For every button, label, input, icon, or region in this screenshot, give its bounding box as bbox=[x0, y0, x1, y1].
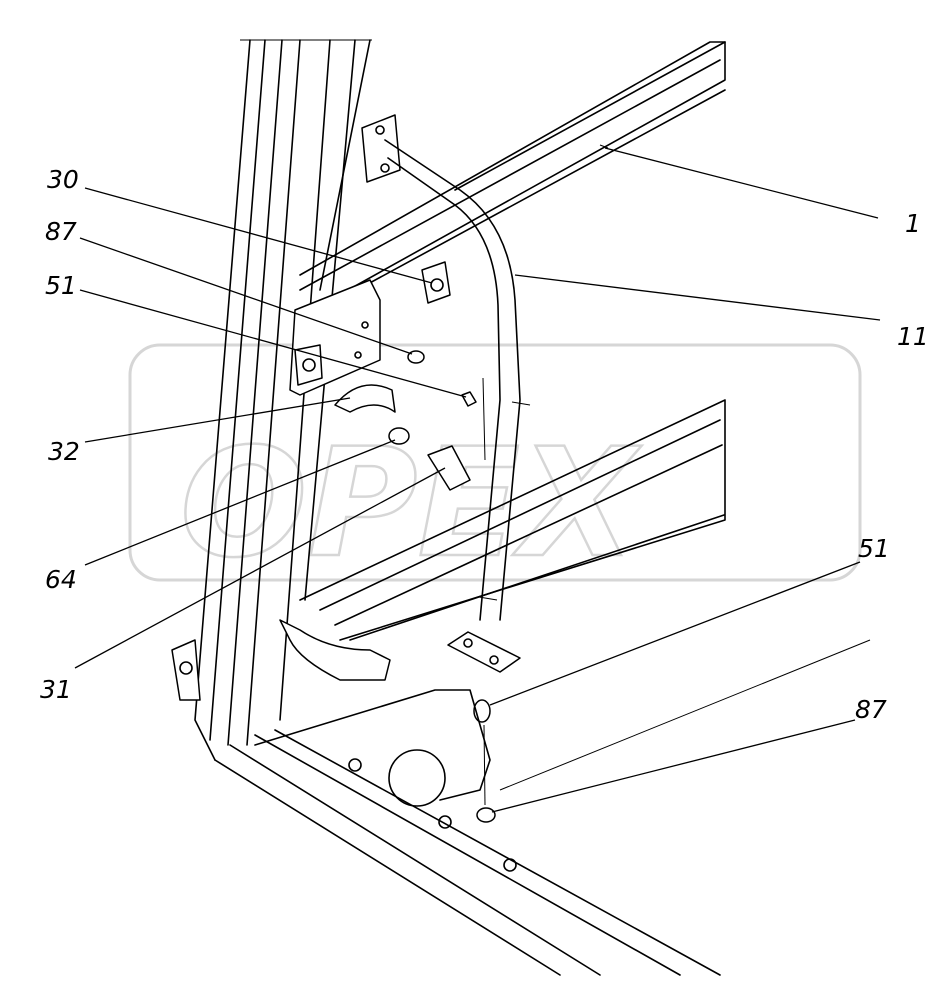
callout-87-top: 87 bbox=[45, 217, 77, 246]
clip-part-30 bbox=[421, 261, 451, 304]
watermark: OPEX bbox=[128, 343, 862, 592]
floor-frame bbox=[214, 639, 871, 976]
screw-part-51 bbox=[461, 391, 477, 407]
callout-31: 31 bbox=[40, 675, 72, 704]
watermark-text: OPEX bbox=[180, 417, 642, 591]
lower-beam bbox=[279, 399, 726, 681]
callout-1: 1 bbox=[905, 209, 921, 238]
callout-64: 64 bbox=[45, 565, 77, 594]
leader-lines bbox=[74, 147, 881, 813]
handrail-tube bbox=[361, 114, 531, 673]
clamp-part-32 bbox=[334, 384, 396, 413]
callout-labels: 1 11 30 87 51 32 64 31 51 87 bbox=[40, 165, 929, 724]
callout-30: 30 bbox=[47, 165, 79, 194]
upper-rail bbox=[299, 41, 726, 321]
callout-87-bottom: 87 bbox=[855, 695, 887, 724]
nut-part-87-bottom bbox=[476, 807, 496, 823]
callout-51-top: 51 bbox=[45, 271, 77, 300]
callout-32: 32 bbox=[48, 437, 80, 466]
callout-51-bottom: 51 bbox=[858, 534, 890, 563]
pin-part-31 bbox=[427, 445, 471, 491]
vertical-pillar bbox=[171, 39, 372, 761]
callout-11: 11 bbox=[897, 322, 929, 351]
